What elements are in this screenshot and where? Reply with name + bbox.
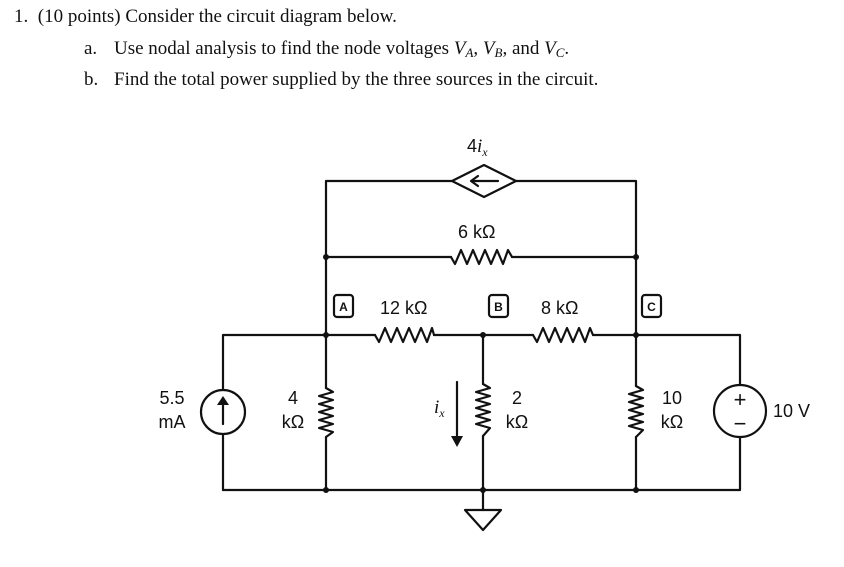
ix-var: i bbox=[434, 397, 439, 418]
r-c-value: 10 bbox=[662, 388, 682, 408]
current-source-value: 5.5 bbox=[159, 388, 184, 408]
question-part-a: a. Use nodal analysis to find the node vo… bbox=[84, 38, 569, 61]
part-b-text: Find the total power supplied by the thr… bbox=[114, 69, 599, 90]
r-b-value: 2 bbox=[512, 388, 522, 408]
junction-dot bbox=[633, 332, 639, 338]
vb-subscript: B bbox=[494, 45, 503, 60]
r-b-unit: kΩ bbox=[506, 412, 528, 432]
current-source: 5.5 mA bbox=[159, 388, 247, 436]
part-b-label: b. bbox=[84, 69, 99, 90]
junction-dots bbox=[323, 254, 639, 493]
vb-symbol: V bbox=[482, 38, 495, 59]
part-a-sep2: , and bbox=[502, 38, 545, 59]
part-a-sep1: , bbox=[473, 38, 483, 59]
node-c-label: C bbox=[647, 300, 656, 314]
question-part-b: b. Find the total power supplied by the t… bbox=[84, 69, 598, 91]
node-a-tag: A bbox=[332, 293, 355, 319]
node-c-box bbox=[640, 293, 663, 319]
resistor-6k-icon bbox=[449, 248, 514, 266]
dep-source-label: 4ix bbox=[467, 136, 488, 159]
ground-icon bbox=[463, 508, 503, 532]
junction-dot bbox=[323, 332, 329, 338]
circuit-wires bbox=[221, 179, 742, 512]
node-b-label: B bbox=[494, 300, 503, 314]
wire-top-right bbox=[514, 179, 638, 337]
node-b-tag: B bbox=[487, 293, 510, 319]
arrowhead-up-icon bbox=[217, 396, 229, 405]
va-symbol: V bbox=[453, 38, 466, 59]
r-c-unit: kΩ bbox=[661, 412, 683, 432]
vc-symbol: V bbox=[544, 38, 556, 59]
arrowhead-down-icon bbox=[451, 436, 463, 447]
r-bc-label: 8 kΩ bbox=[541, 298, 578, 318]
arrowhead-left-icon bbox=[469, 174, 480, 188]
junction-dot bbox=[323, 487, 329, 493]
junction-dot bbox=[480, 332, 486, 338]
diamond-icon bbox=[450, 163, 518, 199]
part-a-label: a. bbox=[84, 38, 98, 59]
junction-dot bbox=[633, 254, 639, 260]
dep-source-var: i bbox=[477, 136, 482, 157]
node-a-label: A bbox=[339, 300, 348, 314]
r-top-label: 6 kΩ bbox=[458, 222, 495, 242]
wire-mid-right bbox=[591, 333, 742, 387]
resistor-10k-icon bbox=[627, 384, 645, 439]
r-a-unit: kΩ bbox=[282, 412, 304, 432]
junction-dot bbox=[633, 487, 639, 493]
question-number: 1. bbox=[14, 6, 29, 27]
vc-subscript: C bbox=[555, 45, 565, 60]
junction-dot bbox=[323, 254, 329, 260]
resistor-12k-icon bbox=[373, 326, 436, 344]
r-ab-label: 12 kΩ bbox=[380, 298, 427, 318]
current-source-unit: mA bbox=[159, 412, 186, 432]
node-a-box bbox=[332, 293, 355, 319]
question-title: 1. (10 points) Consider the circuit diag… bbox=[14, 6, 397, 28]
node-c-tag: C bbox=[640, 293, 663, 319]
wire-bottom bbox=[221, 435, 742, 492]
dependent-current-source: 4ix bbox=[450, 136, 518, 199]
node-b-box bbox=[487, 293, 510, 319]
voltage-source: + − 10 V bbox=[712, 383, 810, 439]
voltage-source-circle bbox=[712, 383, 768, 439]
part-a-text: Use nodal analysis to find the node volt… bbox=[114, 38, 454, 59]
ix-current-arrow: ix bbox=[434, 380, 463, 447]
ix-label: ix bbox=[434, 397, 445, 420]
part-a-end: . bbox=[564, 38, 570, 59]
dep-source-gain: 4 bbox=[467, 136, 477, 156]
question-points: (10 points) Consider the circuit diagram… bbox=[37, 6, 397, 27]
voltage-source-plus: + bbox=[734, 387, 747, 412]
dep-source-sub: x bbox=[481, 145, 488, 159]
resistor-2k-icon bbox=[474, 382, 492, 438]
r-a-value: 4 bbox=[288, 388, 298, 408]
va-subscript: A bbox=[465, 45, 474, 60]
ix-sub: x bbox=[438, 406, 445, 420]
resistor-4k-icon bbox=[317, 386, 335, 439]
resistor-8k-icon bbox=[531, 326, 595, 344]
wire-top-left bbox=[324, 179, 454, 337]
voltage-source-minus: − bbox=[734, 411, 747, 436]
voltage-source-value: 10 V bbox=[773, 401, 810, 421]
junction-dot bbox=[480, 487, 486, 493]
